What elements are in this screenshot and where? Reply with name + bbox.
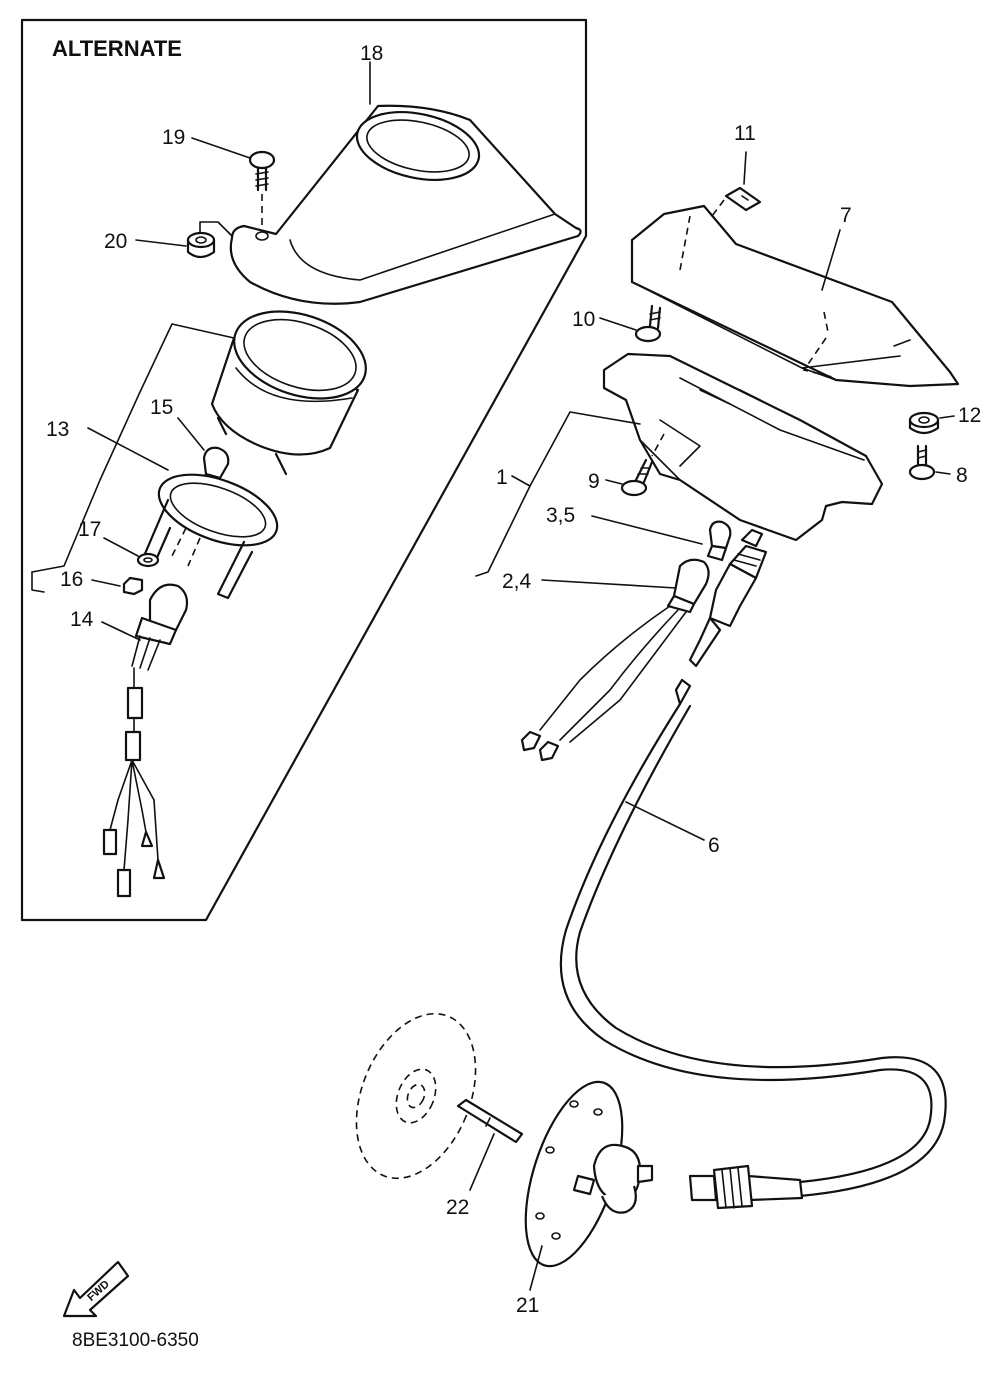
part-12-grommet-icon [908, 411, 940, 435]
part-14-socket-harness [102, 583, 189, 898]
part-17-washer-icon [136, 552, 160, 568]
part-9-screw-icon [620, 458, 654, 497]
callout-11: 11 [734, 122, 756, 145]
callout-16: 16 [60, 568, 83, 591]
part-20-grommet-icon [186, 221, 233, 259]
part-22-drive-key-icon [456, 1098, 524, 1144]
callout-15: 15 [150, 396, 173, 419]
main-leaders [469, 151, 955, 1291]
part-18-meter-cover [229, 104, 582, 305]
callout-19: 19 [162, 126, 185, 149]
callout-17: 17 [78, 518, 101, 541]
part-6-cable-upper-fitting [674, 528, 768, 706]
callout-20: 20 [104, 230, 127, 253]
part-8-screw-icon [908, 444, 936, 481]
part-7-meter-cover [630, 204, 960, 388]
part-2-4-socket-wires [520, 558, 710, 762]
callout-21: 21 [516, 1294, 539, 1317]
alternate-title: ALTERNATE [52, 36, 182, 61]
alternate-leaders [31, 61, 371, 641]
front-brake-disc [355, 1012, 477, 1180]
callout-6: 6 [708, 834, 720, 857]
part-21-speedometer-gear-unit [524, 1080, 654, 1268]
part-19-screw-icon [248, 150, 276, 228]
part-6-speedometer-cable [559, 702, 947, 1210]
part-11-clip-icon [711, 186, 762, 217]
part-3-5-bulb-icon [706, 520, 732, 562]
alternate-frame [20, 18, 588, 922]
callout-labels: 18 19 20 15 13 17 16 14 11 7 10 12 1 9 8… [46, 42, 981, 1317]
callout-12: 12 [958, 404, 981, 427]
drawing-code: 8BE3100-6350 [72, 1330, 199, 1351]
callout-7: 7 [840, 204, 852, 227]
callout-1: 1 [496, 466, 508, 489]
callout-13: 13 [46, 418, 69, 441]
callout-9: 9 [588, 470, 600, 493]
alternate-meter-unit [210, 310, 367, 476]
callout-18: 18 [360, 42, 383, 65]
callout-3-5: 3,5 [546, 504, 575, 527]
part-13-bracket [142, 473, 279, 600]
part-16-nut-icon [122, 576, 144, 596]
callout-2-4: 2,4 [502, 570, 532, 593]
callout-10: 10 [572, 308, 595, 331]
callout-8: 8 [956, 464, 968, 487]
part-1-meter-assembly [602, 352, 884, 542]
fwd-arrow-icon: FWD [62, 1260, 130, 1318]
part-10-screw-icon [634, 304, 662, 343]
callout-14: 14 [70, 608, 94, 631]
callout-22: 22 [446, 1196, 469, 1219]
